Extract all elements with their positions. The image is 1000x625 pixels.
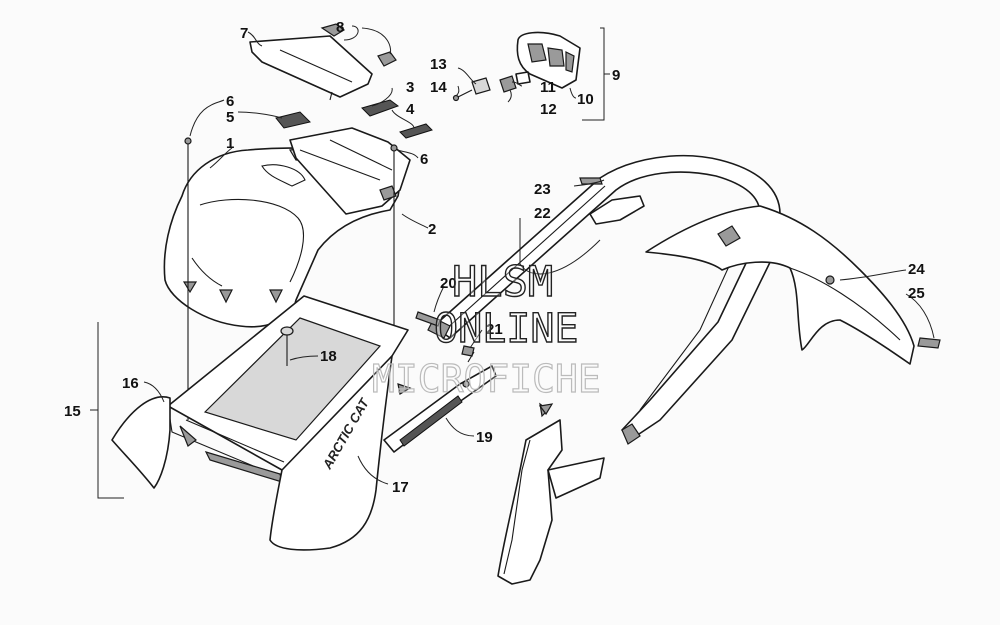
taillight: [452, 31, 581, 102]
screws: [184, 137, 398, 420]
callout-13: 13: [430, 56, 447, 73]
watermark-line-1: HLSM: [452, 257, 553, 306]
watermark: HLSM ONLINE MICROFICHE: [371, 256, 601, 401]
side-panel-left: [111, 396, 171, 489]
seat-rack-frame: [289, 127, 411, 215]
reference-arrow-left: [397, 383, 412, 395]
callout-10: 10: [577, 91, 594, 108]
callout-3: 3: [406, 79, 414, 96]
callout-15: 15: [64, 403, 81, 420]
callout-18: 18: [320, 348, 337, 365]
callout-6-upper-left: 6: [226, 93, 234, 110]
callout-6-right: 6: [420, 151, 428, 168]
callout-1: 1: [226, 135, 234, 152]
storage-pad: [280, 326, 294, 366]
lid-clips: [320, 23, 397, 67]
decals: [275, 99, 433, 139]
callout-20: 20: [440, 275, 457, 292]
bumper-fasteners: [415, 311, 475, 363]
callout-17: 17: [392, 479, 409, 496]
callout-8: 8: [336, 19, 344, 36]
rail-extension: [383, 365, 497, 453]
callout-23: 23: [534, 181, 551, 198]
leader-lines: [90, 25, 935, 499]
callout-19: 19: [476, 429, 493, 446]
callout-11: 11: [540, 79, 556, 96]
callout-14: 14: [430, 79, 447, 96]
side-rail: [497, 402, 605, 585]
callout-9: 9: [612, 67, 620, 84]
callout-25: 25: [908, 285, 925, 302]
callout-labels: 7 8 9 10 11 12 13 14 3 4 5 6 1 6 2 15 16…: [64, 19, 925, 496]
callout-5: 5: [226, 109, 234, 126]
callout-4: 4: [406, 101, 415, 118]
callout-21: 21: [486, 321, 503, 338]
reference-arrow-right: [538, 403, 554, 416]
watermark-line-3: MICROFICHE: [372, 357, 601, 401]
callout-12: 12: [540, 101, 557, 118]
callout-22: 22: [534, 205, 551, 222]
storage-lid: [249, 35, 373, 101]
callout-16: 16: [122, 375, 139, 392]
callout-7: 7: [240, 25, 248, 42]
watermark-line-2: ONLINE: [434, 306, 579, 352]
snow-flap: [645, 205, 941, 365]
callout-24: 24: [908, 261, 925, 278]
callout-2: 2: [428, 221, 436, 238]
